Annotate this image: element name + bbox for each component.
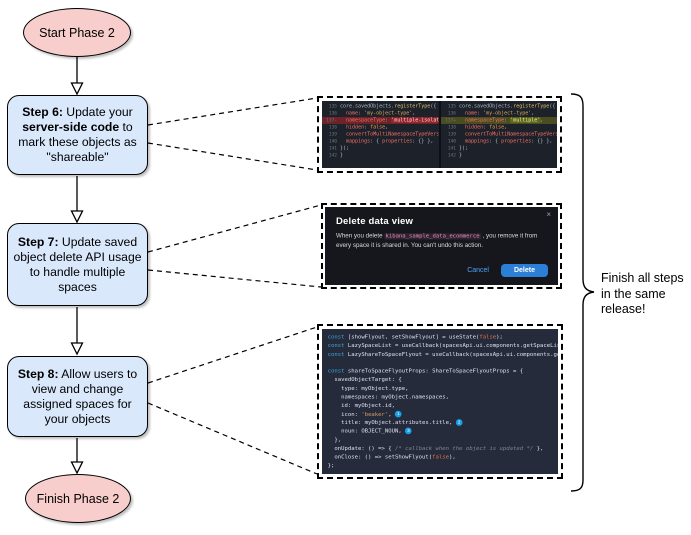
code-line: const [showFlyout, setShowFlyout] = useS… xyxy=(327,334,503,341)
code-snippet: const [showFlyout, setShowFlyout] = useS… xyxy=(322,329,558,474)
step-8-box: Step 8: Allow users to view and change a… xyxy=(7,356,148,437)
release-annotation: Finish all steps in the same release! xyxy=(601,271,684,316)
diff-line: 142} xyxy=(328,152,344,159)
diff-line: 139 convertToMultiNamespaceTypeVersion: … xyxy=(447,131,557,138)
modal-body-prefix: When you delete xyxy=(336,232,385,240)
code-line: onUpdate: () => { /* callback when the o… xyxy=(327,445,544,452)
code-line: namespaces: myObject.namespaces, xyxy=(327,394,449,401)
code-line: icon: 'beaker', 1 xyxy=(328,410,558,419)
dataview-name-code: kibana_sample_data_ecommerce xyxy=(384,233,481,240)
step-7-label: Step 7: Update saved object delete API u… xyxy=(13,234,142,294)
flow-arrow-step6-to-step7 xyxy=(70,176,84,224)
modal-title: Delete data view xyxy=(336,216,414,227)
curly-brace xyxy=(570,93,595,492)
projection-lines-step7 xyxy=(147,204,322,288)
code-line: const shareToSpaceFlyoutProps: ShareToSp… xyxy=(327,368,524,375)
step-8-label: Step 8: Allow users to view and change a… xyxy=(17,366,138,426)
annotation-badge-1: 1 xyxy=(395,410,402,418)
finish-label: Finish Phase 2 xyxy=(36,491,120,506)
flow-arrow-step7-to-step8 xyxy=(70,307,84,356)
code-line: const LazySpaceList = useCallback(spaces… xyxy=(327,342,558,349)
code-line: title: myObject.attributes.title, 2 xyxy=(328,419,558,428)
start-terminal: Start Phase 2 xyxy=(23,8,131,57)
projection-lines-step8 xyxy=(147,326,318,475)
delete-modal-panel: × Delete data view When you delete kiban… xyxy=(321,203,562,289)
diff-line: 136 name: 'my-object-type', xyxy=(447,110,534,117)
modal-body-suffix: , you remove it from every space it is s… xyxy=(336,232,538,249)
step-6-label: Step 6: Update your server-side code to … xyxy=(18,105,137,164)
code-line: type: myObject.type, xyxy=(327,385,409,392)
diff-line: 138 hidden: false, xyxy=(328,124,389,131)
diff-line: 142} xyxy=(447,152,462,159)
code-line: }, xyxy=(327,436,342,443)
code-line: const LazyShareToSpaceFlyout = useCallba… xyxy=(327,351,558,358)
diff-line: 137- namespaceType: 'multiple-isolated', xyxy=(322,117,439,124)
diff-line: 136 name: 'my-object-type', xyxy=(328,110,416,117)
annotation-badge-3: 3 xyxy=(405,427,412,435)
start-label: Start Phase 2 xyxy=(39,25,115,40)
code-line: id: myObject.id, xyxy=(327,402,396,409)
code-line xyxy=(328,359,558,368)
diff-line: 141}); xyxy=(328,145,350,152)
flow-arrow-start-to-step6 xyxy=(70,57,84,96)
diff-line: 137+ namespaceType: 'multiple', xyxy=(440,117,557,124)
diff-line: 138 hidden: false, xyxy=(447,124,507,131)
annotation-badge-2: 2 xyxy=(455,419,463,426)
modal-footer: Cancel Delete xyxy=(467,264,548,277)
delete-button[interactable]: Delete xyxy=(500,264,548,277)
code-snippet-panel: const [showFlyout, setShowFlyout] = useS… xyxy=(317,324,563,479)
diff-line: 140 mappings: { properties: {} }, xyxy=(447,138,552,145)
code-line: noun: OBJECT_NOUN, 3 xyxy=(328,427,558,436)
diff-line: 139 convertToMultiNamespaceTypeVersion: … xyxy=(328,131,439,138)
close-icon[interactable]: × xyxy=(546,210,551,219)
step-6-box: Step 6: Update your server-side code to … xyxy=(7,95,148,175)
code-line: onClose: () => setShowFlyout(false), xyxy=(327,453,456,461)
diff-line: 141}); xyxy=(447,145,468,152)
delete-modal: × Delete data view When you delete kiban… xyxy=(325,207,558,285)
code-line: }; xyxy=(327,462,335,469)
flow-arrow-step8-to-finish xyxy=(70,438,84,475)
finish-terminal: Finish Phase 2 xyxy=(25,474,131,523)
cancel-button[interactable]: Cancel xyxy=(467,267,489,274)
step-7-box: Step 7: Update saved object delete API u… xyxy=(7,223,148,306)
diff-line: 140 mappings: { properties: {} }, xyxy=(328,138,434,145)
projection-lines-step6 xyxy=(147,97,318,171)
modal-body: When you delete kibana_sample_data_ecomm… xyxy=(336,232,547,249)
code-line: savedObjectTarget: { xyxy=(327,376,402,384)
